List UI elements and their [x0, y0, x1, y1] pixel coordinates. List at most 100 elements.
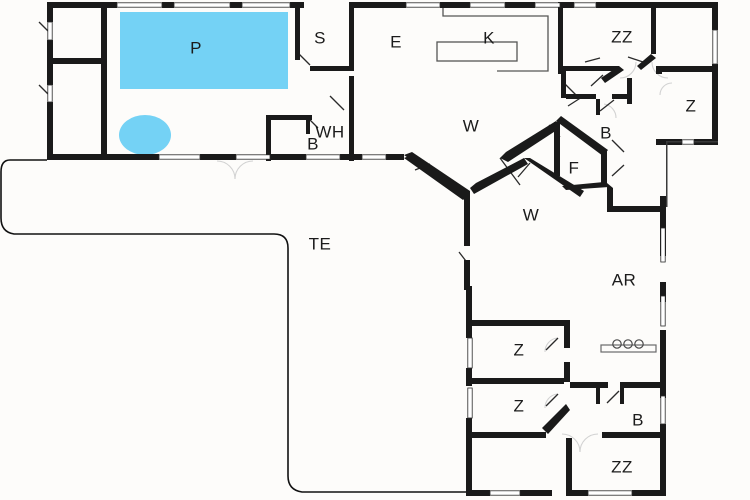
- wall-f-diag-ne: [556, 116, 608, 156]
- wall-ar-entry-horiz: [607, 206, 665, 212]
- wall-z-mid-right: [564, 320, 570, 348]
- wall-f-upper-left: [500, 121, 560, 162]
- pool-round-basin: [119, 115, 171, 155]
- wall-bottom-left-f: [386, 154, 404, 160]
- window-southb-1: [489, 490, 521, 496]
- room-label-bath-top: B: [600, 123, 612, 142]
- wall-ar-right-ext-c: [660, 330, 666, 398]
- window-right-2: [660, 227, 666, 263]
- window-top-2: [173, 2, 231, 8]
- wall-right-ext-b: [712, 64, 718, 144]
- room-label-kitchen: K: [483, 28, 495, 47]
- wall-wh-right: [349, 76, 354, 161]
- window-bottom-3: [305, 154, 341, 160]
- wall-b-top-right: [627, 78, 632, 104]
- room-label-entrance: E: [390, 32, 402, 51]
- window-southb-2: [587, 490, 633, 496]
- room-label-activity: AR: [612, 270, 637, 289]
- room-label-bedroom-zz-top: ZZ: [611, 27, 633, 46]
- wall-bottom-left-b: [101, 154, 159, 160]
- wall-z-mid-right-b: [564, 362, 570, 382]
- door-swing-arcs: [216, 61, 673, 453]
- wall-b-low-stub-a: [596, 388, 600, 404]
- room-label-whirlpool: WH: [315, 122, 344, 141]
- wall-f-lower-right: [554, 122, 560, 176]
- wall-left-exterior-a: [47, 2, 53, 22]
- wall-b-top-upper-a: [566, 94, 596, 99]
- wall-bottom-left-d: [270, 154, 306, 160]
- room-label-bath-wh: B: [307, 134, 319, 153]
- wall-b-stub: [596, 99, 600, 115]
- room-labels: P S E K ZZ Z WH B B W F W AR TE Z Z B ZZ: [190, 27, 696, 476]
- wall-b-top-left: [561, 70, 566, 98]
- room-label-bedroom-z-low: Z: [514, 396, 525, 415]
- wall-ar-right-ext-b: [660, 282, 666, 302]
- wall-top-h: [505, 2, 535, 8]
- wall-sauna-left: [295, 2, 300, 60]
- window-bottom-4: [361, 154, 387, 160]
- wall-south-bottom-a: [466, 490, 490, 496]
- window-top-7: [573, 2, 597, 8]
- wall-z-mid-bottom: [466, 378, 564, 384]
- wall-left-block-right: [101, 2, 107, 160]
- window-south-1: [467, 337, 473, 369]
- wall-diag-zz-z: [637, 54, 656, 70]
- wall-zz-top-left: [558, 2, 563, 74]
- wall-left-exterior-c: [47, 102, 53, 160]
- window-top-1: [116, 2, 163, 8]
- wall-sauna-right: [349, 2, 354, 71]
- window-bottom-2: [235, 154, 271, 160]
- wall-b-top-upper-b: [612, 94, 632, 99]
- wall-z-low-bottom: [466, 432, 546, 438]
- wall-zz-low-left: [566, 438, 572, 496]
- window-right-4: [660, 395, 666, 425]
- wall-top-f: [354, 2, 406, 8]
- wall-center-v-left: [470, 158, 528, 194]
- wall-sauna-bottom: [310, 66, 354, 71]
- stove-cooktop: [600, 339, 657, 353]
- wall-z-low-diag: [542, 404, 570, 434]
- room-label-terrace: TE: [309, 234, 332, 253]
- room-label-sauna: S: [314, 28, 326, 47]
- wall-b-low-top: [570, 382, 608, 388]
- window-bottom-1: [158, 154, 201, 160]
- room-label-bedroom-zz-low: ZZ: [611, 457, 633, 476]
- wall-angled-nw-outer: [404, 156, 468, 200]
- window-top-3: [241, 2, 291, 8]
- wall-diag-zz-b: [601, 66, 624, 83]
- kitchen-counter-island: [436, 41, 518, 62]
- wall-south-left-b: [466, 368, 472, 386]
- wall-south-left-c: [466, 418, 472, 496]
- window-openings: [47, 2, 718, 496]
- wall-right-ext-a: [712, 2, 718, 30]
- wall-ar-right-ext-a: [660, 196, 666, 256]
- wall-left-block-divider: [47, 58, 107, 64]
- wall-w-divider-vertical-b: [464, 260, 470, 290]
- wall-ar-entry-vert: [607, 196, 613, 212]
- wall-south-bottom-b: [520, 490, 552, 496]
- wall-ar-thin-outline-top: [666, 141, 668, 207]
- room-label-pool: P: [190, 38, 202, 57]
- wall-b-low-stub-b: [620, 388, 624, 404]
- window-top-4: [405, 2, 441, 8]
- window-top-6: [534, 2, 561, 8]
- kitchen-counters: [436, 5, 549, 72]
- wall-wh-stub: [306, 120, 310, 134]
- room-label-bedroom-z-mid: Z: [514, 340, 525, 359]
- window-south-2: [467, 387, 473, 419]
- window-left-2: [47, 84, 53, 103]
- wall-bottom-left-e: [340, 154, 362, 160]
- wall-top-g: [440, 2, 470, 8]
- room-label-living-w2: W: [523, 205, 540, 224]
- window-left-1: [47, 21, 53, 41]
- wall-ar-entry-diag: [607, 183, 613, 200]
- wall-z-mid-top: [466, 320, 564, 326]
- room-label-bedroom-z-top: Z: [686, 96, 697, 115]
- walls: [47, 2, 718, 496]
- room-label-hallway: F: [569, 158, 580, 177]
- window-right-1: [712, 29, 718, 65]
- wall-b-low-top-b: [620, 382, 662, 388]
- wall-z-top-bottom: [656, 66, 718, 72]
